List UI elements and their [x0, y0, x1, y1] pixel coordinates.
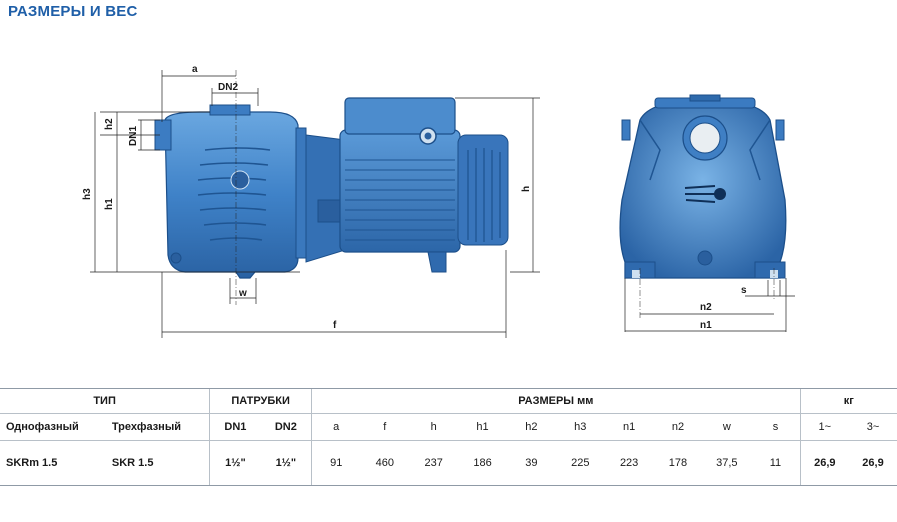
col-s: s — [751, 413, 801, 441]
group-weight: кг — [799, 388, 897, 414]
cell-model-three: SKR 1.5 — [105, 440, 210, 486]
col-h2: h2 — [506, 413, 556, 441]
dim-label-h2: h2 — [104, 118, 115, 130]
cell-model-single: SKRm 1.5 — [0, 440, 106, 486]
cell-n2: 178 — [653, 440, 703, 486]
dimensions-weight-table: ТИП ПАТРУБКИ РАЗМЕРЫ мм кг Однофазный Тр… — [0, 388, 897, 486]
cell-n1: 223 — [604, 440, 654, 486]
pump-side-view — [154, 97, 509, 279]
dim-label-f: f — [333, 320, 337, 331]
cell-h3: 225 — [555, 440, 605, 486]
cell-w: 37,5 — [702, 440, 752, 486]
col-h: h — [409, 413, 459, 441]
table-group-header-row: ТИП ПАТРУБКИ РАЗМЕРЫ мм кг — [0, 388, 897, 414]
dim-label-dn2: DN2 — [218, 82, 238, 93]
cell-h: 237 — [409, 440, 459, 486]
dim-label-n1: n1 — [700, 320, 712, 331]
cell-weight-1ph: 26,9 — [799, 440, 849, 486]
col-f: f — [360, 413, 410, 441]
side-dimension-labels: a DN2 h2 DN1 h1 h3 h w f — [82, 64, 532, 331]
col-h3: h3 — [555, 413, 605, 441]
col-w: w — [702, 413, 752, 441]
col-weight-1ph: 1~ — [799, 413, 849, 441]
table-row: SKRm 1.5 SKR 1.5 1½" 1½" 91 460 237 186 … — [0, 440, 897, 486]
dim-label-s: s — [741, 285, 747, 296]
dim-label-n2: n2 — [700, 302, 712, 313]
front-dimension-labels: s n2 n1 — [700, 285, 747, 331]
cell-f: 460 — [360, 440, 410, 486]
side-dimension-lines — [90, 70, 540, 338]
dim-label-h: h — [521, 186, 532, 192]
col-h1: h1 — [458, 413, 507, 441]
cell-dn1: 1½" — [209, 440, 261, 486]
col-three-phase: Трехфазный — [105, 413, 210, 441]
cell-h1: 186 — [458, 440, 507, 486]
dim-label-a: a — [192, 64, 198, 75]
table-column-header-row: Однофазный Трехфазный DN1 DN2 a f h h1 h… — [0, 413, 897, 441]
cell-dn2: 1½" — [260, 440, 312, 486]
cell-weight-3ph: 26,9 — [848, 440, 897, 486]
dim-label-h1: h1 — [104, 198, 115, 210]
cell-s: 11 — [751, 440, 801, 486]
col-weight-3ph: 3~ — [848, 413, 897, 441]
pump-front-view — [619, 94, 787, 279]
pump-dimension-drawing: a DN2 h2 DN1 h1 h3 h w f — [82, 64, 795, 338]
col-n2: n2 — [653, 413, 703, 441]
group-dims: РАЗМЕРЫ мм — [311, 388, 801, 414]
group-type: ТИП — [0, 388, 210, 414]
col-dn1: DN1 — [209, 413, 261, 441]
dim-label-dn1: DN1 — [128, 126, 139, 146]
col-a: a — [311, 413, 361, 441]
col-dn2: DN2 — [260, 413, 312, 441]
page-title: РАЗМЕРЫ И ВЕС — [8, 3, 138, 20]
col-single-phase: Однофазный — [0, 413, 106, 441]
group-ports: ПАТРУБКИ — [209, 388, 312, 414]
cell-a: 91 — [311, 440, 361, 486]
front-dimension-lines — [624, 268, 795, 332]
dim-label-h3: h3 — [82, 188, 93, 200]
cell-h2: 39 — [506, 440, 556, 486]
dim-label-w: w — [238, 288, 247, 299]
col-n1: n1 — [604, 413, 654, 441]
